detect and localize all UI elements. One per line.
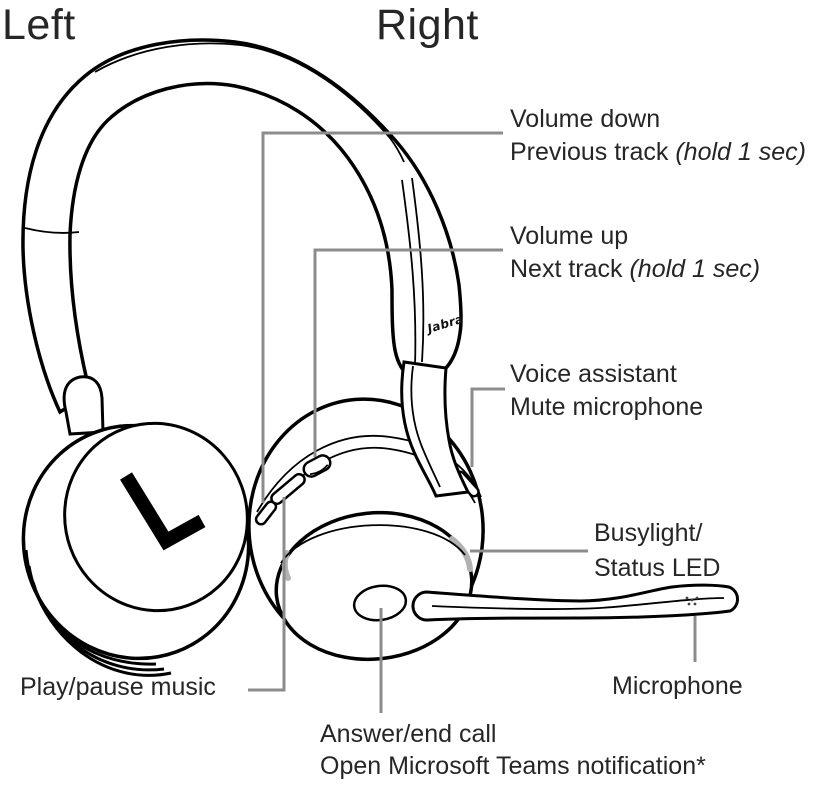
callout-leader-lines (248, 131, 697, 713)
headband-highlight-line (94, 42, 405, 163)
boom-arm (411, 583, 740, 622)
volume-up-button-edge (309, 464, 329, 476)
microphone-holes-icon (685, 596, 699, 606)
leader-volume-up (313, 248, 503, 457)
headband-fork (400, 360, 471, 498)
left-cup-stem (62, 375, 105, 436)
callout-voice-assistant-line2: Mute microphone (510, 393, 704, 421)
volume-up-button (302, 454, 332, 478)
callout-volume-down: Volume down Previous track (hold 1 sec) (510, 103, 806, 169)
boom-arm-seam (431, 597, 725, 610)
right-ear-cup (247, 360, 485, 662)
callout-play-pause: Play/pause music (20, 673, 216, 701)
headband: Jabra (21, 38, 465, 415)
callout-microphone: Microphone (612, 672, 743, 700)
callout-answer-end-call: Answer/end call Open Microsoft Teams not… (320, 718, 706, 782)
callout-answer-end-call-line2: Open Microsoft Teams notification* (320, 752, 706, 780)
callout-volume-down-line2: Previous track (hold 1 sec) (510, 138, 806, 166)
callout-volume-up-line2: Next track (hold 1 sec) (510, 255, 761, 283)
right-cup-rim-line-1 (256, 435, 482, 513)
headband-cushion-seam (24, 227, 80, 234)
left-ear-mark (120, 472, 206, 551)
left-side-label: Left (2, 1, 76, 49)
busylight-led-right (449, 536, 473, 572)
headband-outline (21, 38, 463, 415)
left-ear-cup (21, 375, 251, 677)
leader-volume-down (261, 131, 503, 503)
left-cup-cushion-layer-3 (24, 549, 172, 677)
callout-answer-end-call-line1: Answer/end call (320, 720, 497, 748)
callout-busylight-line2: Status LED (594, 554, 721, 582)
callout-voice-assistant: Voice assistant Mute microphone (510, 358, 703, 424)
callout-voice-assistant-line1: Voice assistant (510, 360, 677, 388)
callout-busylight: Busylight/ Status LED (594, 516, 720, 586)
right-side-label: Right (376, 1, 479, 49)
callout-volume-up-line1: Volume up (510, 222, 629, 250)
boom-arm-outline (411, 583, 740, 622)
headband-fork-inner-line (410, 365, 441, 488)
headband-end-channel-line-1 (401, 179, 417, 367)
headband-end-channel-line-2 (411, 177, 425, 363)
leader-voice-assistant (470, 387, 505, 467)
right-cup-faceplate-chamfer (280, 524, 466, 564)
callout-busylight-line1: Busylight/ (594, 519, 703, 547)
leader-play-pause (248, 497, 286, 692)
callout-volume-down-line1: Volume down (510, 105, 661, 133)
play-pause-button (270, 472, 306, 506)
callout-volume-up: Volume up Next track (hold 1 sec) (510, 220, 760, 286)
